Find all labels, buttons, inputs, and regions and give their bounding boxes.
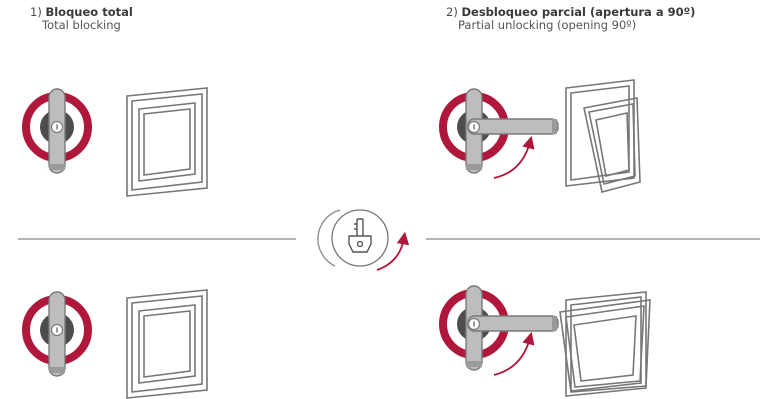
window-handle-icon: [26, 89, 88, 173]
window-handle-icon: [443, 286, 558, 370]
window-handle-icon: [443, 89, 558, 173]
caption-title-es: Desbloqueo parcial (apertura a 90º): [461, 5, 696, 19]
caption-number: 2): [446, 5, 458, 19]
rotation-arrow-icon: [493, 331, 535, 376]
caption-title-en: Total blocking: [42, 18, 121, 32]
window-handle-icon: [26, 292, 88, 376]
caption-partial-unlocking: 2) Desbloqueo parcial (apertura a 90º) P…: [446, 6, 695, 32]
rotation-arrow-icon: [493, 135, 535, 179]
key-rotate-icon: [317, 209, 389, 267]
caption-number: 1): [30, 5, 42, 19]
window-closed-icon: [126, 289, 208, 399]
window-side-open-icon: [565, 79, 641, 193]
rotation-arrow-icon: [376, 231, 410, 271]
caption-title-es: Bloqueo total: [45, 5, 133, 19]
window-tilt-open-icon: [559, 291, 651, 397]
window-closed-icon: [126, 87, 208, 197]
caption-total-blocking: 1) Bloqueo total Total blocking: [30, 6, 133, 32]
caption-title-en: Partial unlocking (opening 90º): [458, 18, 637, 32]
